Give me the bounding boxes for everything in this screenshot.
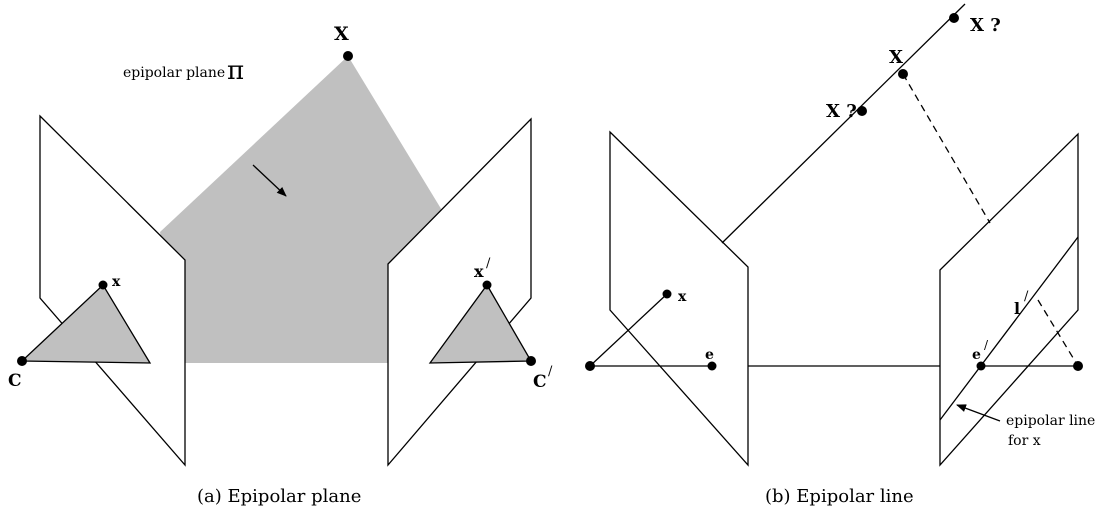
- dashed-projection-inside: [1037, 299, 1079, 367]
- label-X-q-top: X ?: [970, 15, 1001, 36]
- label-l-prime-mark: /: [1024, 289, 1029, 304]
- label-X: X: [889, 47, 903, 68]
- epipolar-line-pointer-arrow: [956, 404, 1001, 422]
- label-x-prime: x: [474, 262, 484, 281]
- pi-pointer-arrow: [252, 164, 287, 197]
- point-e-prime: [976, 361, 986, 371]
- right-camera-triangle: [428, 283, 533, 364]
- point-X-q-mid: [857, 106, 867, 116]
- label-x-prime-mark: /: [486, 256, 491, 271]
- point-x: [98, 280, 108, 290]
- label-C: C: [8, 371, 22, 391]
- label-x: x: [112, 274, 121, 290]
- left-camera-triangle: [20, 283, 152, 364]
- label-X: X: [334, 23, 349, 45]
- label-l-prime: l: [1014, 299, 1020, 318]
- point-C: [585, 361, 595, 371]
- caption-panel-b: (b) Epipolar line: [765, 486, 914, 507]
- epipolar-plane-shape: [160, 56, 443, 363]
- ray-C-to-x: [589, 293, 668, 367]
- label-C-prime-mark: /: [548, 364, 553, 379]
- right-image-plane: [387, 117, 532, 467]
- panel-a-epipolar-plane: X x C x / C / epipolar plane π (a) Epipo…: [8, 23, 553, 507]
- right-image-plane-b: [939, 132, 1079, 467]
- label-pi: π: [227, 56, 244, 86]
- point-e: [707, 361, 717, 371]
- label-C-prime: C: [533, 372, 547, 392]
- left-image-plane-b: [609, 130, 749, 467]
- point-X-q-top: [949, 13, 959, 23]
- panel-b-epipolar-line: X ? X X ? x e e / l / epipolar line for …: [585, 3, 1095, 507]
- point-X: [898, 69, 908, 79]
- label-epipolar-plane: epipolar plane: [123, 65, 225, 81]
- label-e: e: [705, 347, 714, 363]
- label-e-prime: e: [972, 347, 981, 363]
- point-x: [662, 289, 672, 299]
- back-projection-ray: [721, 3, 966, 244]
- point-C-prime: [526, 356, 536, 366]
- dashed-projection-outside: [902, 73, 991, 224]
- caption-panel-a: (a) Epipolar plane: [197, 486, 361, 507]
- point-x-prime: [482, 280, 492, 290]
- point-C: [17, 356, 27, 366]
- label-epipolar-line-1: epipolar line: [1006, 413, 1095, 429]
- left-image-plane: [39, 114, 186, 467]
- label-X-q-mid: X ?: [826, 101, 857, 122]
- point-C-prime: [1073, 361, 1083, 371]
- point-X: [343, 51, 353, 61]
- epipolar-line-l-prime: [939, 236, 1079, 421]
- label-epipolar-line-2: for x: [1008, 433, 1041, 449]
- label-x: x: [678, 289, 687, 305]
- label-e-prime-mark: /: [984, 338, 989, 352]
